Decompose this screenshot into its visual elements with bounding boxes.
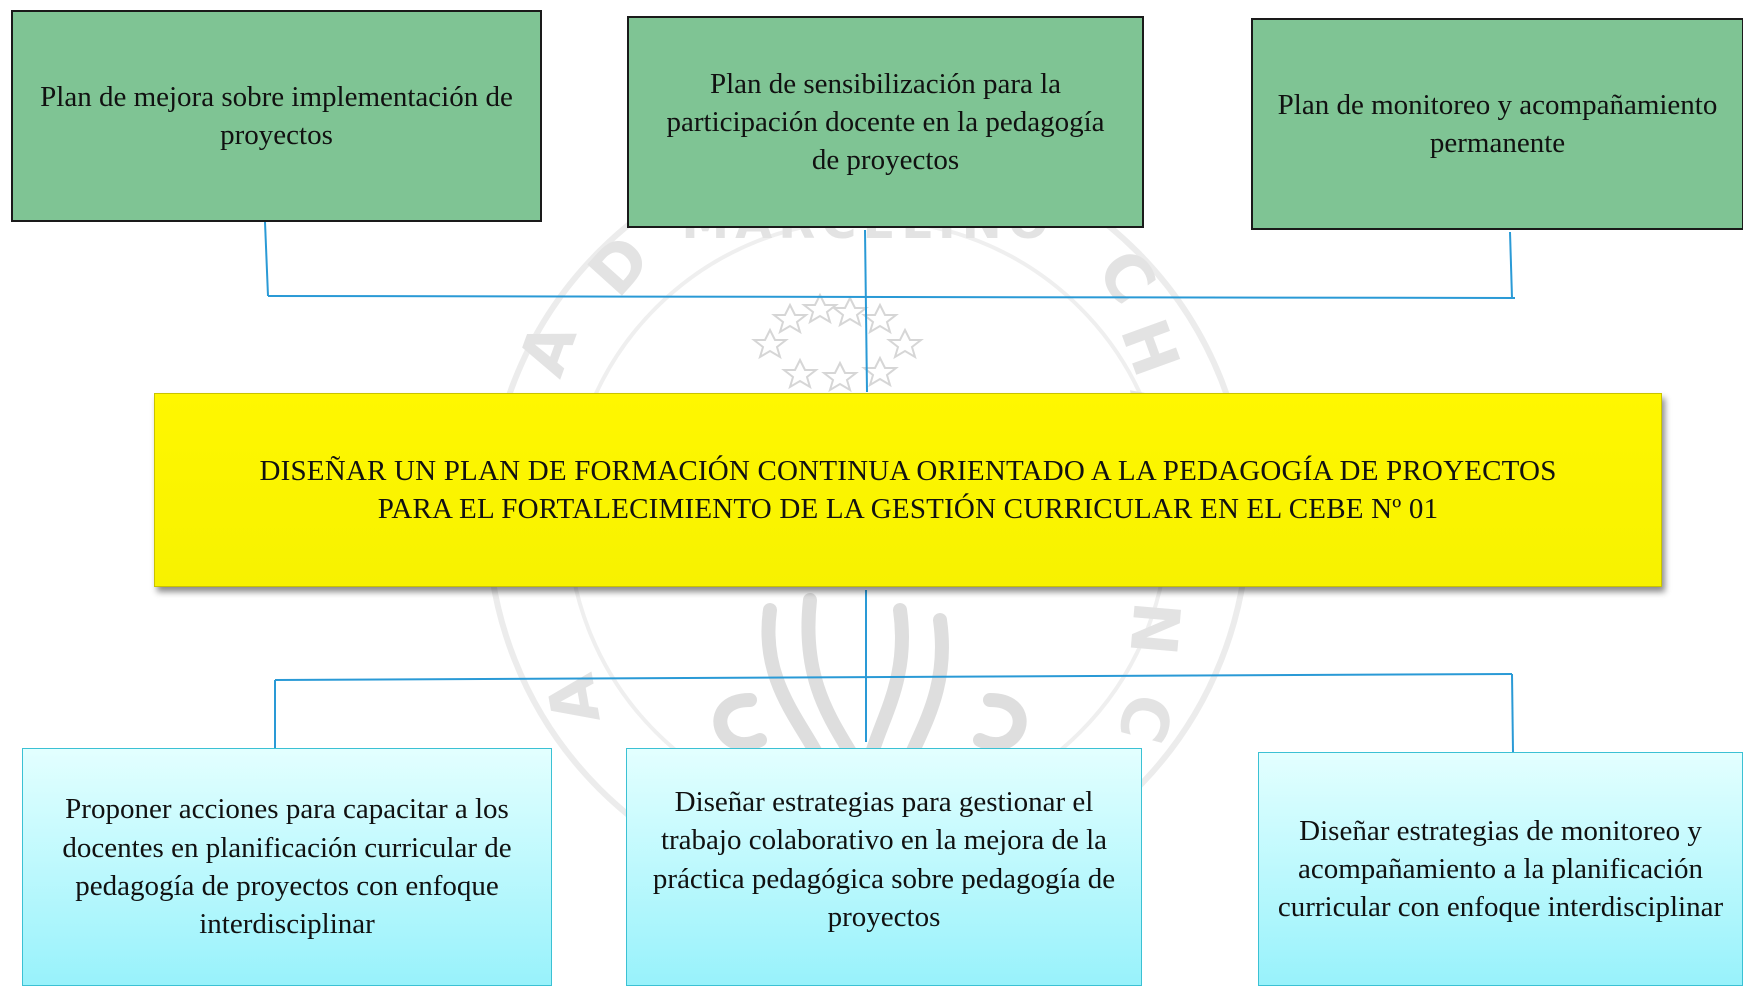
center-objective-line-1: DISEÑAR UN PLAN DE FORMACIÓN CONTINUA OR… [259, 454, 1557, 487]
bottom-box-text: Diseñar estrategias de monitoreo y acomp… [1277, 814, 1724, 924]
watermark-letter-c2: C [1102, 686, 1186, 751]
connector-bottom-horizontal [274, 673, 1513, 681]
center-objective-line-2: PARA EL FORTALECIMIENTO DE LA GESTIÓN CU… [377, 493, 1439, 525]
bottom-box-proponer-acciones: Proponer acciones para capacitar a los d… [22, 748, 552, 986]
watermark-letter-a1: A [505, 313, 592, 385]
connector-bottom-right [1511, 673, 1514, 753]
bottom-box-text: Diseñar estrategias para gestionar el tr… [652, 786, 1116, 933]
bottom-box-monitoreo-acompanamiento: Diseñar estrategias de monitoreo y acomp… [1258, 752, 1743, 986]
top-box-plan-sensibilizacion: Plan de sensibilización para la particip… [627, 16, 1144, 228]
top-box-plan-monitoreo: Plan de monitoreo y acompañamiento perma… [1251, 18, 1743, 230]
watermark-letter-h: H [1105, 310, 1193, 386]
connector-top-center [864, 229, 868, 393]
watermark-monogram-icon [713, 593, 1027, 777]
top-box-plan-mejora: Plan de mejora sobre implementación de p… [11, 10, 542, 222]
bottom-box-trabajo-colaborativo: Diseñar estrategias para gestionar el tr… [626, 748, 1142, 986]
connector-top-horizontal [267, 295, 1516, 299]
center-objective-box: DISEÑAR UN PLAN DE FORMACIÓN CONTINUA OR… [154, 393, 1662, 587]
watermark-letter-d1: D [575, 222, 666, 311]
top-box-text: Plan de sensibilización para la particip… [666, 67, 1105, 177]
top-box-text: Plan de mejora sobre implementación de p… [40, 80, 513, 151]
top-box-text: Plan de monitoreo y acompañamiento perma… [1277, 88, 1718, 159]
watermark-letter-c: C [1082, 237, 1170, 318]
bottom-box-text: Proponer acciones para capacitar a los d… [62, 793, 512, 941]
watermark-letter-n: N [1114, 599, 1192, 659]
watermark-stars-icon [751, 292, 924, 393]
watermark-letter-a3: A [534, 668, 616, 730]
connector-top-right [1509, 231, 1513, 299]
connector-top-left [264, 221, 269, 297]
